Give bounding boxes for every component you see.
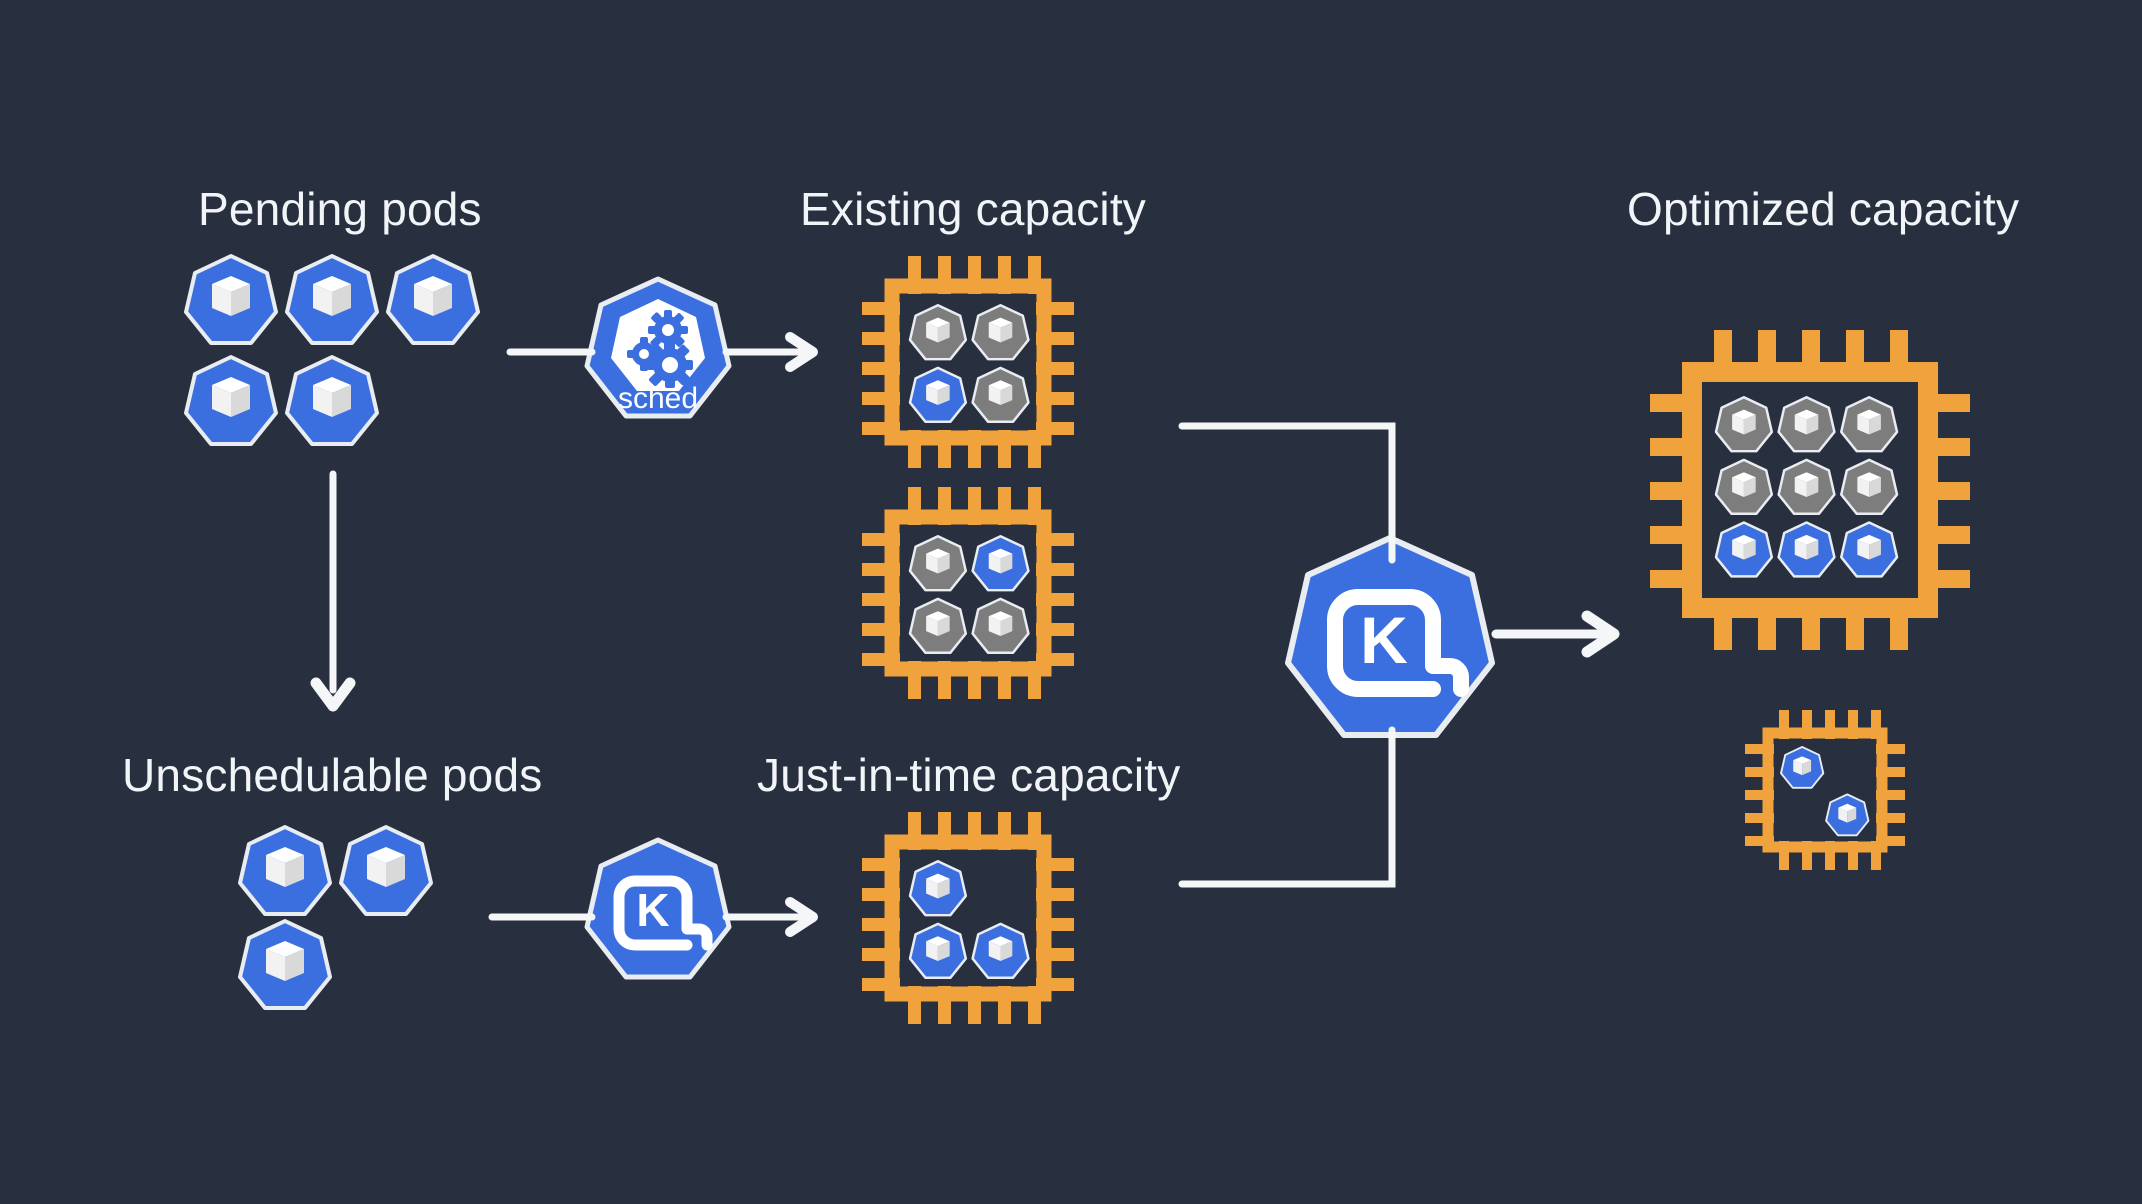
gear-icon <box>627 310 693 388</box>
scheduler-caption: sched <box>618 382 698 415</box>
optimized-capacity-chip-large[interactable] <box>1650 330 1970 650</box>
existing-to-karpenter-bracket <box>1178 422 1396 564</box>
pending-to-unschedulable-arrow <box>310 470 356 712</box>
label-optimized-capacity: Optimized capacity <box>1627 183 2020 235</box>
label-unschedulable-pods: Unschedulable pods <box>122 749 543 801</box>
existing-capacity-chip-1[interactable] <box>862 256 1074 468</box>
karpenter-letter: K <box>636 884 669 936</box>
label-just-in-time-capacity: Just-in-time capacity <box>757 749 1181 801</box>
karpenter-to-optimized-arrow <box>1491 610 1620 658</box>
karpenter-to-jit-arrow <box>722 897 818 937</box>
karpenter-k-icon-bottom[interactable]: K <box>584 837 732 981</box>
label-pending-pods: Pending pods <box>198 183 482 235</box>
just-in-time-capacity-chip[interactable] <box>862 812 1074 1024</box>
karpenter-k-icon-center[interactable]: K <box>1285 535 1495 740</box>
chip-pins <box>1745 710 1905 870</box>
optimized-capacity-chip-small[interactable] <box>1745 710 1905 870</box>
karpenter-letter: K <box>1360 603 1408 677</box>
jit-to-karpenter-bracket <box>1178 726 1396 888</box>
scheduler-gears-icon[interactable]: sched <box>584 276 732 425</box>
existing-capacity-chip-2[interactable] <box>862 487 1074 699</box>
label-existing-capacity: Existing capacity <box>800 183 1146 235</box>
scheduler-to-existing-arrow <box>722 332 818 372</box>
